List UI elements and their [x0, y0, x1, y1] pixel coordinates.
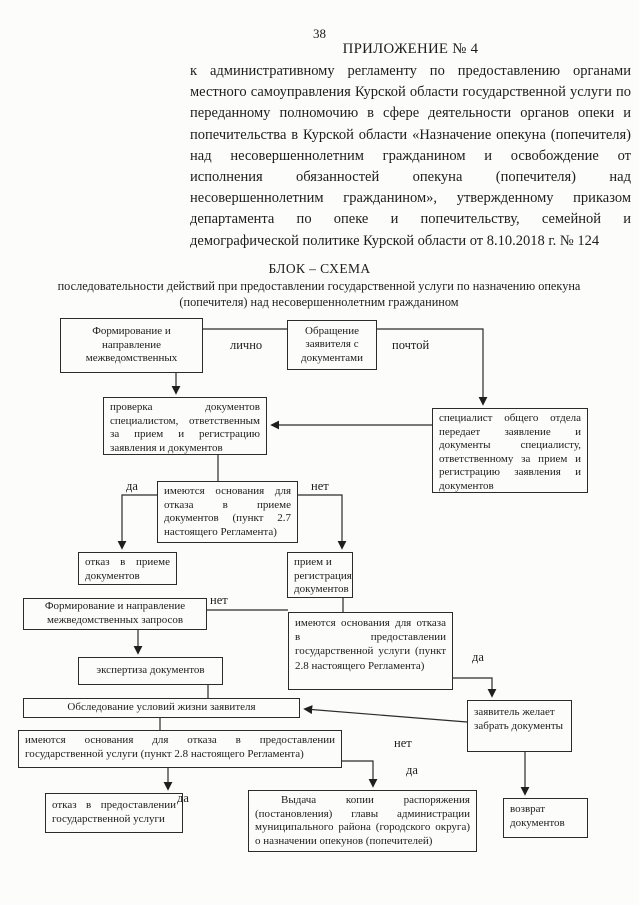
- flowchart-box-specialist: специалист общего отдела передает заявле…: [432, 408, 588, 493]
- flowchart-box-proverka: проверка документов специалистом, ответс…: [103, 397, 267, 455]
- flowchart-box-ekspertiza: экспертиза документов: [78, 657, 223, 685]
- flowchart-box-vydacha: Выдача копии распоряжения (постановления…: [248, 790, 477, 852]
- edge-label-net-28: нет: [210, 593, 228, 607]
- flowchart-box-otkaz-usluga: отказ в предоставлении государственной у…: [45, 793, 183, 833]
- edge-label-da-27: да: [126, 479, 138, 493]
- flowchart-box-priem-registratsiya: прием и регистрация документов: [287, 552, 353, 598]
- flowchart-box-zayavitel-zhelaet: заявитель желает забрать документы: [467, 700, 572, 752]
- flowchart-box-formirovanie-top: Формирование и направление межведомствен…: [60, 318, 203, 373]
- appendix-title: ПРИЛОЖЕНИЕ № 4: [342, 41, 479, 57]
- scheme-subtitle: последовательности действий при предоста…: [57, 279, 581, 309]
- flowchart-box-obsledovanie: Обследование условий жизни заявителя: [23, 698, 300, 718]
- edge-label-pochtoy: почтой: [392, 338, 430, 352]
- connector-net27: [298, 494, 347, 550]
- flowchart-box-osnovaniya-usluga-tall: имеются основания для отказа в предостав…: [288, 612, 453, 690]
- connector-da27: [117, 494, 157, 550]
- flowchart-box-vozvrat: возврат документов: [503, 798, 588, 838]
- flowchart-box-otkaz-priem: отказ в приеме документов: [78, 552, 177, 585]
- edge-label-net-27: нет: [311, 479, 329, 493]
- flowchart-box-formirovanie-zaprosov: Формирование и направление межведомствен…: [23, 598, 207, 630]
- flowchart-box-obrashchenie: Обращение заявителя с документами: [287, 320, 377, 370]
- connector-to-vydacha: [342, 760, 378, 788]
- flowchart-box-osnovaniya-priem: имеются основания для отказа в приеме до…: [157, 481, 298, 543]
- edge-label-net-zabrat: нет: [394, 736, 412, 750]
- connector-da28-to-zhelaet: [453, 677, 497, 698]
- scheme-title: БЛОК – СХЕМА: [268, 261, 371, 276]
- flowchart-box-osnovaniya-usluga-wide: имеются основания для отказа в предостав…: [18, 730, 342, 768]
- appendix-paragraph: к административному регламенту по предос…: [190, 63, 631, 249]
- edge-label-da-28: да: [472, 650, 484, 664]
- connector-net-zabrat-to-obsledovanie: [303, 705, 468, 723]
- edge-label-lichno: лично: [230, 338, 263, 352]
- edge-label-da-otkaz: да: [177, 791, 189, 805]
- page-number: 38: [313, 26, 326, 41]
- edge-label-da-vydacha: да: [406, 763, 418, 777]
